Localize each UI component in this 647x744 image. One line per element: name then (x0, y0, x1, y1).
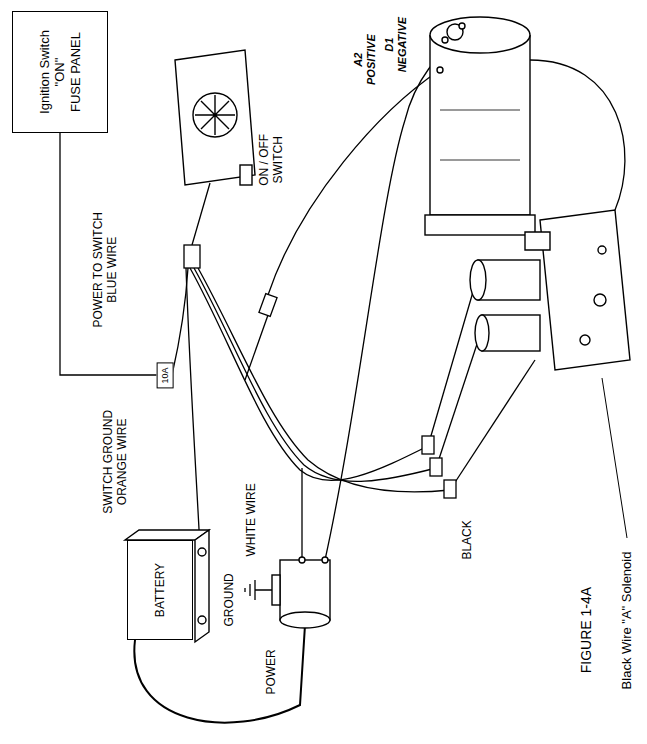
wire-bundle (198, 268, 450, 492)
leader-line (602, 378, 627, 538)
battery-body-part (195, 530, 209, 642)
valve-block-part (475, 315, 489, 351)
starter-solenoid (272, 557, 330, 628)
wire-plug (430, 458, 442, 476)
valve-block-part (470, 260, 486, 300)
valve-block-part (482, 315, 540, 351)
switch-cable (192, 183, 210, 245)
wire-label: SWITCH GROUND ORANGE WIRE (101, 398, 129, 527)
on-off-switch-part (175, 50, 255, 185)
valve-block-part (478, 260, 540, 300)
wire-label: WHITE WIRE (245, 481, 259, 558)
wire-plug (184, 245, 200, 268)
valve-block-part (598, 246, 606, 254)
battery-body-part (198, 548, 206, 556)
terminal-label: A2 POSITIVE (352, 28, 377, 92)
pump-motor-part (430, 35, 530, 215)
node-text: FUSE PANEL (68, 32, 84, 112)
callout-label: Black Wire "A" Solenoid (621, 549, 636, 691)
pump-motor-part (425, 215, 535, 235)
motor-cable (530, 60, 625, 210)
valve-lead (450, 360, 535, 490)
pump-motor (425, 17, 535, 235)
starter-solenoid-part (280, 612, 330, 628)
battery-body-part (198, 616, 206, 624)
battery-box: BATTERY (127, 540, 193, 640)
on-off-switch-part (195, 95, 235, 135)
starter-solenoid-part (280, 560, 330, 620)
on-off-switch (175, 50, 255, 185)
fuse-rating: 10A (160, 367, 171, 383)
valve-block-part (594, 294, 606, 306)
wire-label: POWER (265, 647, 279, 696)
pump-motor-part (440, 110, 520, 160)
fuse-box: 10A (157, 362, 174, 388)
wires (134, 40, 627, 723)
wire-label: BLACK (461, 518, 475, 561)
pump-motor-part (459, 23, 465, 29)
valve-block-part (525, 232, 550, 250)
part-label: ON / OFF SWITCH (258, 123, 286, 197)
fuse-wire (60, 133, 157, 375)
node-text: Ignition Switch "ON" (37, 18, 68, 126)
on-off-switch-part (240, 165, 252, 185)
blue-wire (172, 268, 188, 375)
wire-plug (259, 294, 277, 317)
fuse-panel-box: Ignition Switch "ON"FUSE PANEL (12, 11, 108, 133)
motor-lead (245, 315, 268, 380)
terminal-label: D1 NEGATIVE (383, 10, 408, 80)
wire-bundle (190, 268, 428, 480)
motor-lead (268, 70, 440, 295)
starter-solenoid-part (299, 557, 305, 563)
starter-solenoid-part (272, 575, 280, 605)
white-wire (301, 468, 302, 560)
part-label: GROUND (223, 571, 237, 628)
pump-motor-part (430, 17, 530, 53)
wire-plug (422, 436, 434, 454)
on-off-switch-part (193, 93, 237, 137)
battery-label: BATTERY (153, 563, 167, 617)
valve-block-part (580, 335, 590, 345)
wire-bundle (194, 268, 436, 481)
pump-motor-part (442, 37, 448, 43)
wire-plug (444, 480, 456, 498)
valve-block (470, 210, 630, 370)
starter-solenoid-part (322, 557, 328, 563)
battery-body (125, 530, 209, 642)
orange-wire (186, 268, 200, 548)
valve-block-part (540, 210, 630, 370)
wire-label: POWER TO SWITCH BLUE WIRE (91, 206, 119, 335)
pump-motor-part (437, 67, 443, 73)
figure-caption: FIGURE 1-4A (578, 585, 594, 675)
valve-lead (436, 335, 480, 468)
connectors (184, 245, 456, 498)
